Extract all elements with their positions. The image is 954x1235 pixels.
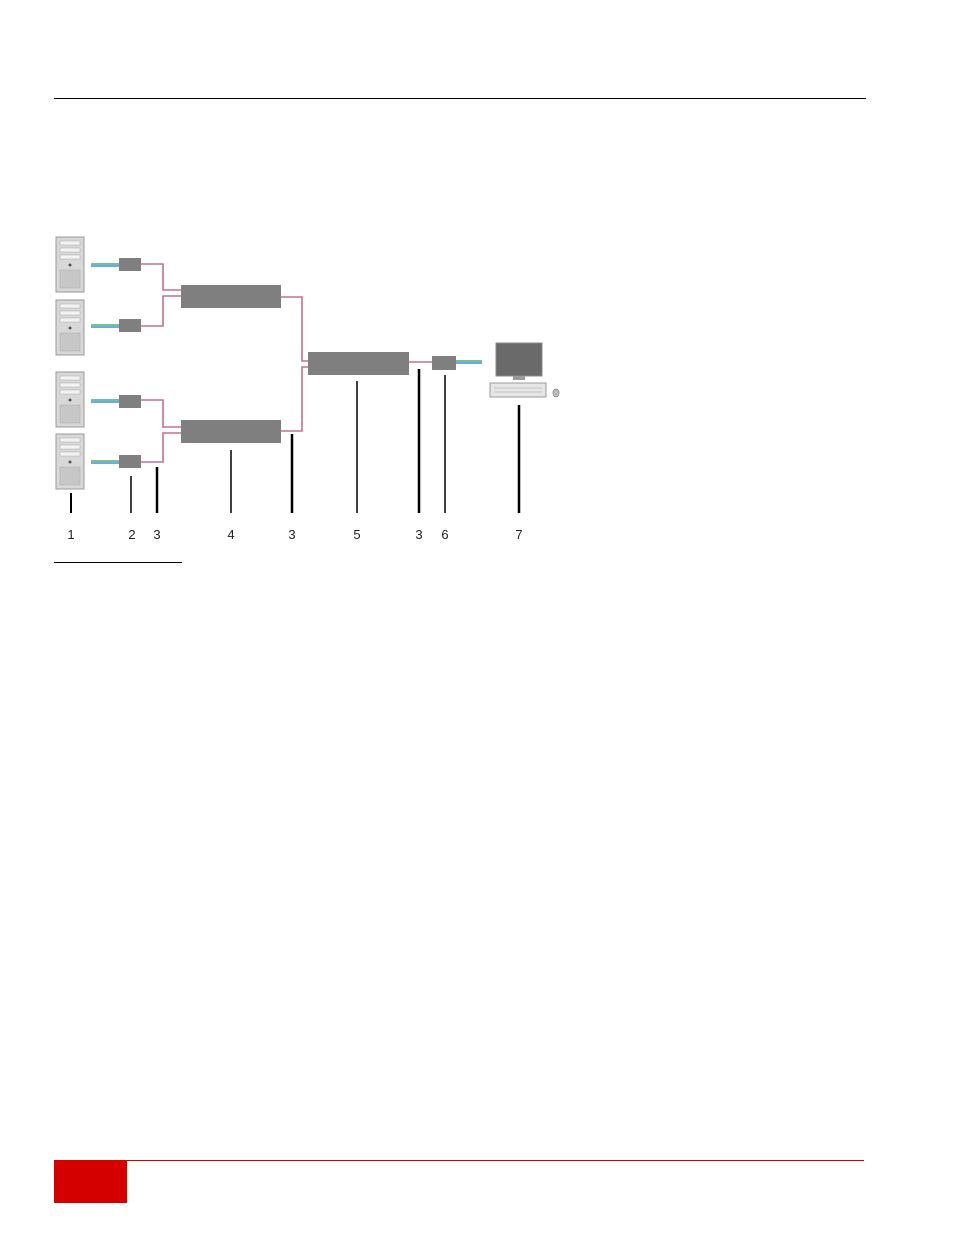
callout-label: 6 [441, 527, 448, 542]
server-tower-icon [56, 434, 84, 489]
transmitter-unit [119, 395, 141, 408]
diagram-underline [54, 562, 182, 563]
central-matrix-switch [308, 352, 409, 375]
callout-label: 3 [415, 527, 422, 542]
callout-label: 7 [515, 527, 522, 542]
matrix-switch [181, 420, 281, 443]
video-cables [91, 264, 482, 463]
system-diagram: 1 2 3 4 3 5 3 6 7 [0, 0, 954, 600]
receiver-unit [432, 356, 456, 370]
monitor-icon [496, 343, 542, 380]
matrix-switch [181, 285, 281, 308]
callout-label: 3 [288, 527, 295, 542]
transmitter-unit [119, 258, 141, 271]
footer-accent-block [54, 1160, 127, 1203]
callout-label: 5 [353, 527, 360, 542]
callout-leaders [71, 369, 519, 513]
server-tower-icon [56, 372, 84, 427]
transmitter-unit [119, 455, 141, 468]
mouse-icon [553, 389, 559, 397]
server-tower-icon [56, 237, 84, 292]
callout-label: 4 [227, 527, 234, 542]
transmitter-unit [119, 319, 141, 332]
callout-label: 1 [67, 527, 74, 542]
keyboard-icon [490, 383, 546, 397]
server-tower-icon [56, 300, 84, 355]
callout-label: 3 [153, 527, 160, 542]
footer-rule [127, 1160, 864, 1161]
callout-label: 2 [128, 527, 135, 542]
